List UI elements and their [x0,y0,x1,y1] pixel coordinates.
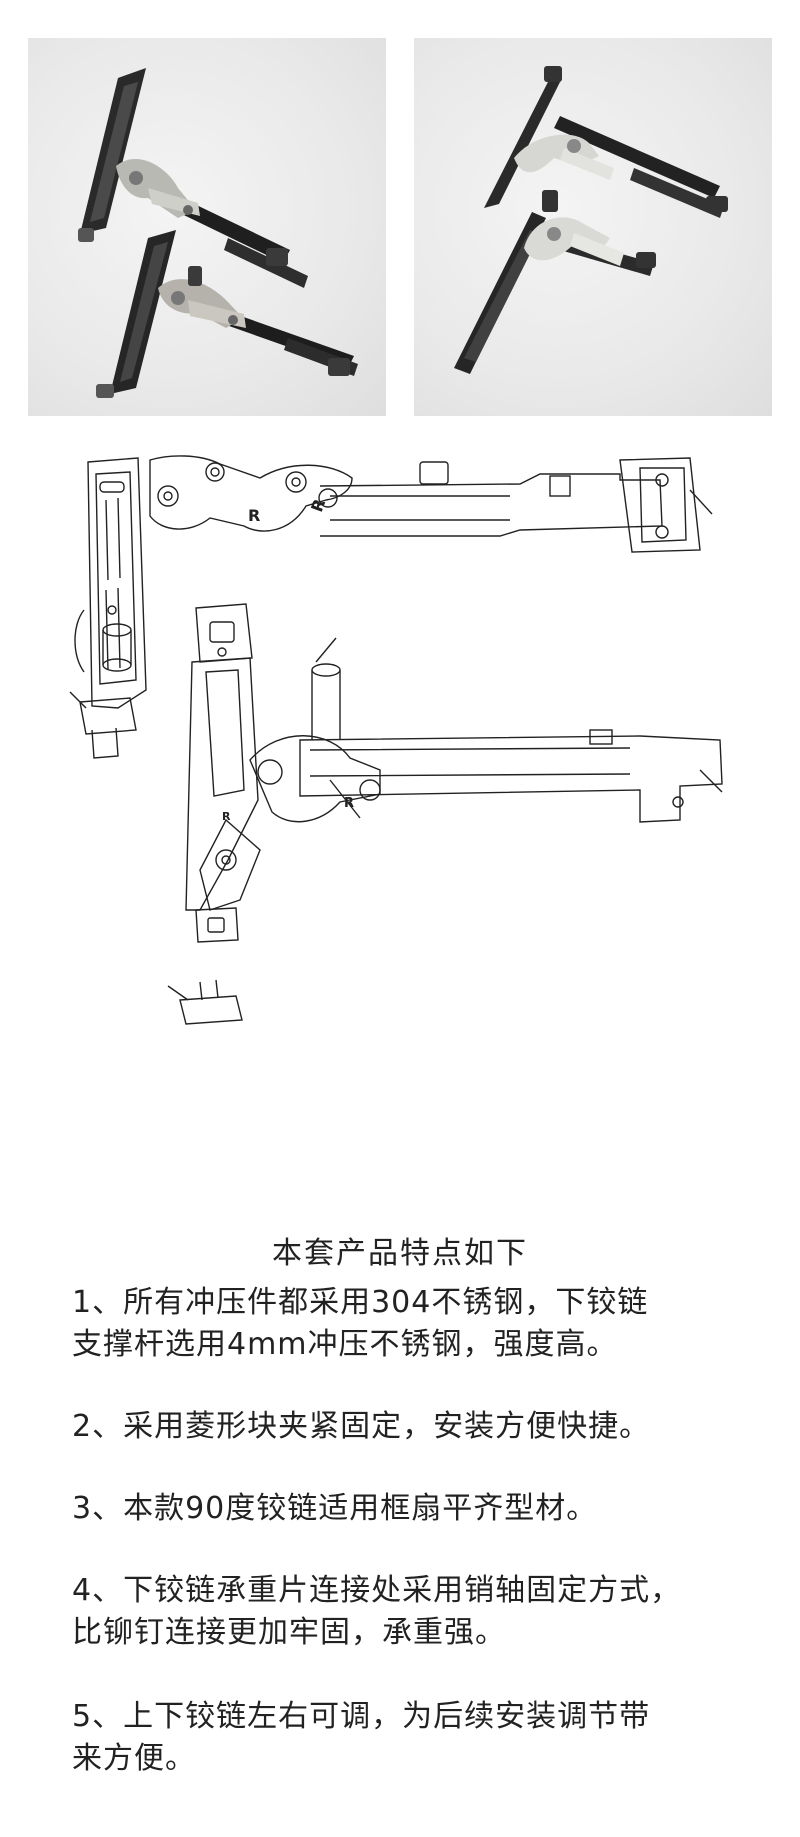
hinge-technical-drawing: R R R R [0,440,800,1140]
feature-5: 5、上下铰链左右可调，为后续安装调节带 来方便。 [72,1696,772,1780]
features-heading: 本套产品特点如下 [272,1236,528,1271]
feature-2-line-1: 2、采用菱形块夹紧固定，安装方便快捷。 [72,1409,651,1444]
lower-hinge-drawing [167,603,723,1025]
lower-mark-r-small: R [222,810,231,823]
feature-5-line-1: 5、上下铰链左右可调，为后续安装调节带 [72,1699,651,1734]
lower-mark-r: R [344,796,355,811]
product-photo-left [28,38,386,416]
feature-1-line-1: 1、所有冲压件都采用304不锈钢，下铰链 [72,1285,649,1320]
feature-5-line-2: 来方便。 [72,1741,196,1776]
feature-4-line-1: 4、下铰链承重片连接处采用销轴固定方式， [72,1573,682,1608]
feature-3-line-1: 3、本款90度铰链适用框扇平齐型材。 [72,1491,598,1526]
product-photo-right [414,38,772,416]
feature-1-line-2: 支撑杆选用4mm冲压不锈钢，强度高。 [72,1327,618,1362]
feature-4: 4、下铰链承重片连接处采用销轴固定方式， 比铆钉连接更加牢固，承重强。 [72,1570,772,1654]
upper-mark-r: R [248,506,261,525]
feature-3: 3、本款90度铰链适用框扇平齐型材。 [72,1488,772,1530]
upper-hinge-drawing [69,455,713,759]
feature-1: 1、所有冲压件都采用304不锈钢，下铰链 支撑杆选用4mm冲压不锈钢，强度高。 [72,1282,772,1366]
feature-2: 2、采用菱形块夹紧固定，安装方便快捷。 [72,1406,772,1448]
feature-4-line-2: 比铆钉连接更加牢固，承重强。 [72,1615,506,1650]
